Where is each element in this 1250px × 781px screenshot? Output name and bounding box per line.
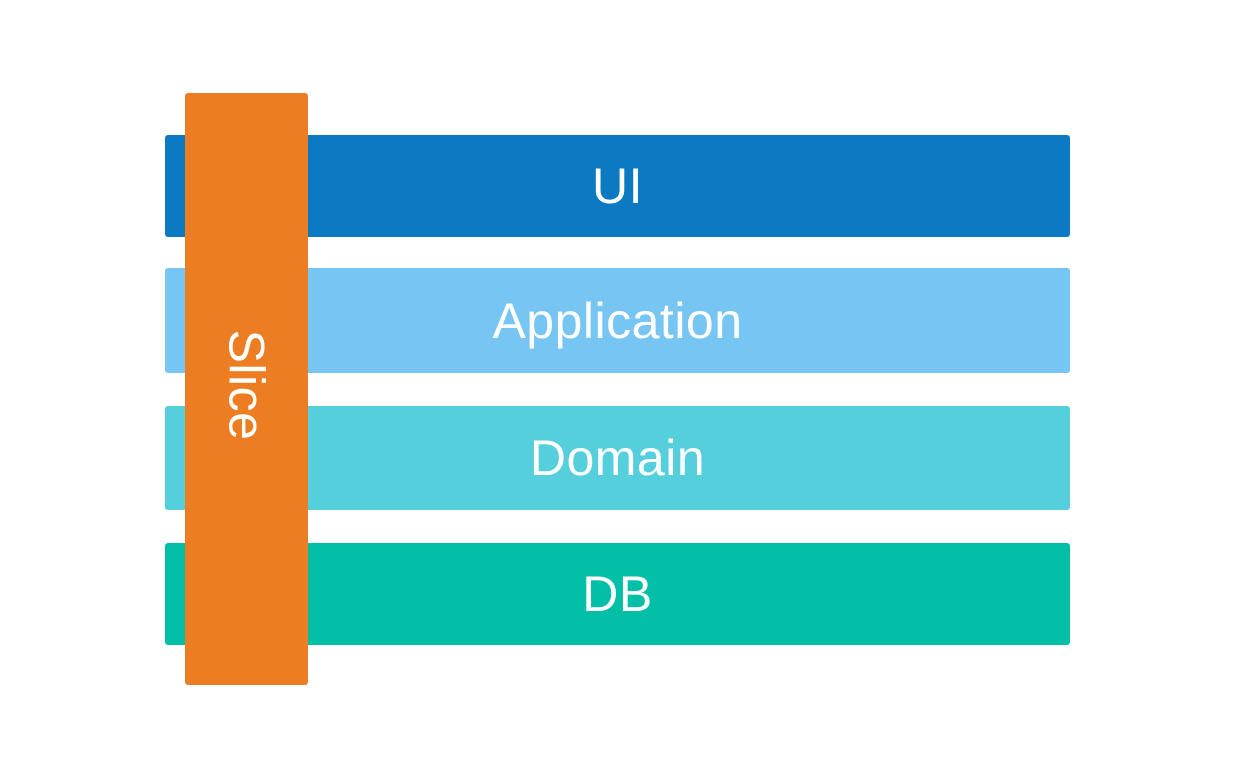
layer-bar-ui[interactable]: UI [165,135,1070,237]
layer-label-db: DB [582,566,653,622]
vertical-slice-bar[interactable]: Slice [185,93,308,685]
layer-bar-domain[interactable]: Domain [165,406,1070,510]
layer-bar-application[interactable]: Application [165,268,1070,373]
vertical-slice-label: Slice [218,329,275,441]
layer-label-domain: Domain [529,430,706,486]
layer-bar-db[interactable]: DB [165,543,1070,645]
layer-label-ui: UI [592,158,643,214]
layer-label-application: Application [492,292,743,349]
